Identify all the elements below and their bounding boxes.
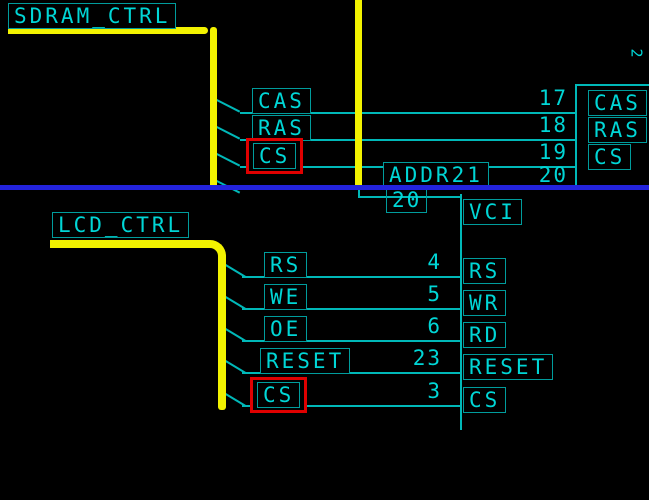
bus-entry: [216, 99, 241, 113]
bus-entry: [216, 153, 241, 167]
net-label-cas[interactable]: CAS: [252, 88, 311, 114]
pin-number: 5: [427, 282, 442, 306]
component-pin-reset[interactable]: RESET: [463, 354, 554, 380]
pin-number: 20: [538, 163, 568, 187]
component-pin-rd[interactable]: RD: [463, 322, 507, 348]
bus-line[interactable]: [210, 27, 217, 186]
net-label-lcd-ctrl[interactable]: LCD_CTRL: [52, 212, 190, 238]
pin-number-clipped: 20: [386, 187, 428, 213]
net-label-reset[interactable]: RESET: [260, 348, 351, 374]
pin-number: 19: [538, 140, 568, 164]
component-pin-cs[interactable]: CS: [463, 387, 507, 413]
bus-line[interactable]: [218, 258, 226, 410]
component-pin-wr[interactable]: WR: [463, 290, 507, 316]
net-label-we[interactable]: WE: [264, 284, 308, 310]
bus-line[interactable]: [355, 0, 362, 186]
net-label-sdram-ctrl[interactable]: SDRAM_CTRL: [8, 3, 177, 29]
net-label-rs[interactable]: RS: [264, 252, 308, 278]
highlight-box-cs-bottom: CS: [250, 377, 308, 413]
wire-stub[interactable]: [358, 190, 360, 197]
component-edge[interactable]: [575, 84, 649, 86]
component-edge[interactable]: [460, 194, 462, 430]
bus-elbow[interactable]: [202, 240, 226, 260]
pin-number: 6: [427, 314, 442, 338]
component-pin-rs[interactable]: RS: [463, 258, 507, 284]
wire-rs[interactable]: [242, 276, 460, 278]
wire-cas[interactable]: [240, 112, 575, 114]
component-pin-cas[interactable]: CAS: [588, 90, 647, 116]
bus-entry: [216, 126, 241, 140]
net-label-cs[interactable]: CS: [253, 143, 297, 169]
pane-split-divider[interactable]: [0, 185, 649, 190]
wire-we[interactable]: [242, 308, 460, 310]
wire-cs[interactable]: [242, 405, 460, 407]
net-label-cs[interactable]: CS: [257, 382, 301, 408]
pin-number: 3: [427, 379, 442, 403]
wire-vci[interactable]: [358, 196, 460, 198]
component-edge[interactable]: [575, 84, 577, 186]
component-corner-text: 2: [627, 48, 646, 58]
pin-number: 4: [427, 250, 442, 274]
wire-ras[interactable]: [240, 139, 575, 141]
component-pin-vci[interactable]: VCI: [463, 199, 522, 225]
bus-line[interactable]: [50, 240, 204, 248]
component-pin-ras[interactable]: RAS: [588, 117, 647, 143]
pin-number: 17: [538, 86, 568, 110]
component-pin-cs[interactable]: CS: [588, 144, 632, 170]
pin-number: 18: [538, 113, 568, 137]
bus-line[interactable]: [8, 27, 208, 34]
wire-reset[interactable]: [242, 372, 460, 374]
highlight-box-cs-top: CS: [246, 138, 304, 174]
wire-oe[interactable]: [242, 340, 460, 342]
pin-number: 23: [412, 346, 442, 370]
net-label-oe[interactable]: OE: [264, 316, 308, 342]
